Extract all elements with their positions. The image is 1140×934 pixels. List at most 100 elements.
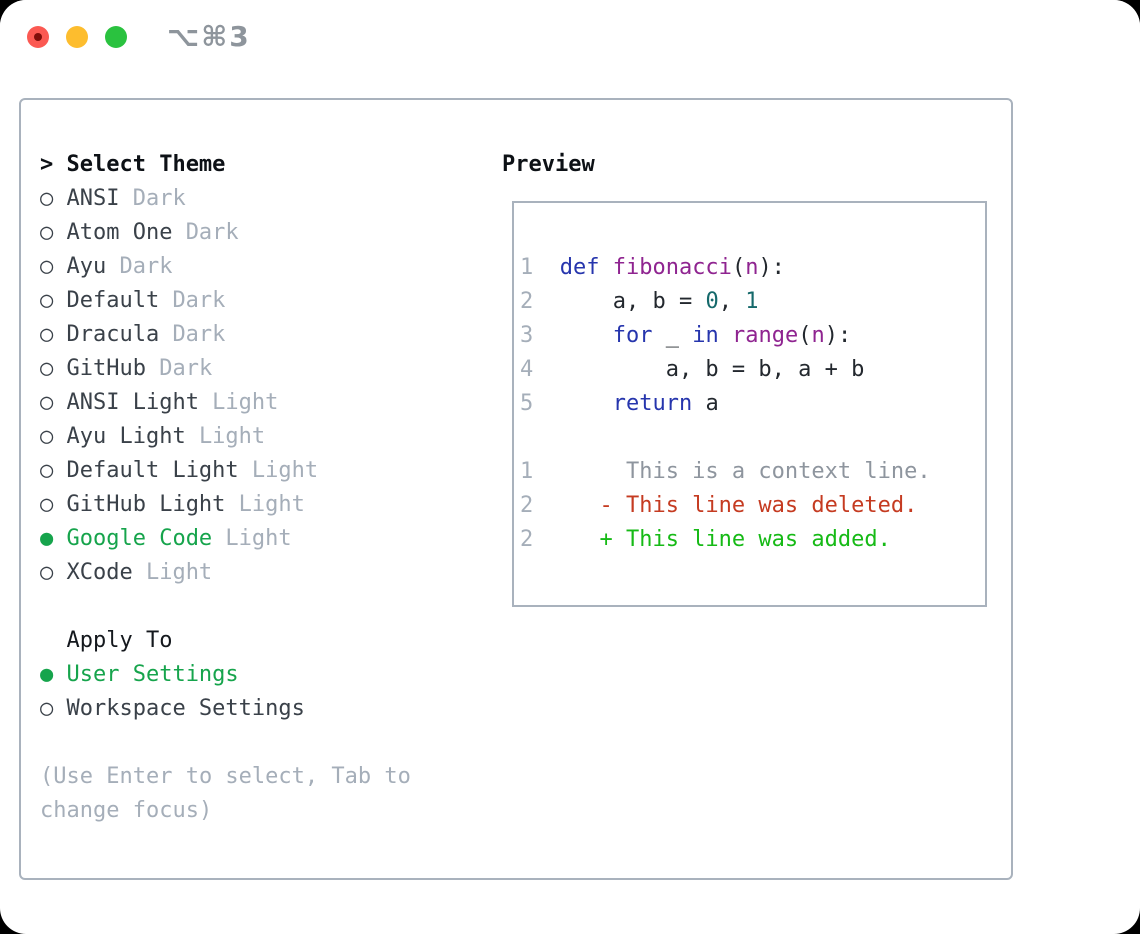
theme-option-label: ANSI <box>66 186 120 211</box>
help-text-line-2: change focus) <box>40 798 213 823</box>
theme-option-label: Google Code <box>66 526 213 551</box>
line-number: 4 <box>520 357 534 382</box>
radio-icon: ○ <box>40 186 54 211</box>
radio-selected-icon: ● <box>40 526 54 551</box>
code-token-plain <box>719 323 732 348</box>
title-bar: ⌥⌘3 <box>0 0 1140 74</box>
code-token-keyword: in <box>692 323 719 348</box>
theme-option-tag: Light <box>212 390 279 415</box>
traffic-lights <box>27 26 127 48</box>
radio-icon: ○ <box>40 424 54 449</box>
theme-option-tag: Dark <box>159 356 213 381</box>
theme-option-github[interactable]: ○ GitHub Dark <box>40 352 502 386</box>
line-number: 2 <box>520 493 534 518</box>
code-line: 2 - This line was deleted. <box>520 489 977 523</box>
theme-option-label: Ayu Light <box>66 424 186 449</box>
code-token-plain: ): <box>758 255 785 280</box>
code-token-name: n <box>745 255 759 280</box>
line-number: 1 <box>520 255 534 280</box>
theme-option-tag: Light <box>251 458 319 483</box>
theme-option-label: ANSI Light <box>66 390 199 415</box>
close-button[interactable] <box>27 26 49 48</box>
code-token-plain: ( <box>731 255 746 280</box>
code-token-keyword: for <box>612 323 653 348</box>
radio-icon: ○ <box>40 390 54 415</box>
apply-to-header: Apply To <box>40 624 502 658</box>
theme-option-label: Atom One <box>66 220 173 245</box>
radio-icon: ○ <box>40 322 54 347</box>
radio-icon: ○ <box>40 696 54 721</box>
section-gap <box>40 726 502 760</box>
theme-option-default[interactable]: ○ Default Dark <box>40 284 502 318</box>
code-token-plain: , <box>718 289 746 314</box>
code-token-plain: ( <box>798 323 812 348</box>
code-token-number: 0 <box>705 289 719 314</box>
code-token-plain: a, b = b, a + b <box>559 357 865 382</box>
theme-option-default-light[interactable]: ○ Default Light Light <box>40 454 502 488</box>
line-number: 2 <box>520 289 534 314</box>
code-token-number: 1 <box>745 289 759 314</box>
theme-option-label: Default Light <box>66 458 239 483</box>
code-token-plain <box>560 323 613 348</box>
apply-option-label: User Settings <box>66 662 239 687</box>
radio-icon: ○ <box>40 356 54 381</box>
preview-header: Preview <box>502 152 595 177</box>
radio-icon: ○ <box>40 458 54 483</box>
radio-selected-icon: ● <box>40 662 54 687</box>
select-theme-header: > Select Theme <box>40 148 502 182</box>
theme-option-label: XCode <box>66 560 133 585</box>
focus-caret-icon: > <box>40 152 54 177</box>
theme-option-tag: Light <box>238 492 305 517</box>
window-title: ⌥⌘3 <box>167 20 251 53</box>
apply-option-user-settings[interactable]: ● User Settings <box>40 658 502 692</box>
code-line <box>520 421 977 455</box>
apply-to-list: ● User Settings ○ Workspace Settings <box>40 658 502 726</box>
zoom-button[interactable] <box>105 26 127 48</box>
code-token-deleted: - This line was deleted. <box>559 493 918 518</box>
theme-option-atom-one[interactable]: ○ Atom One Dark <box>40 216 502 250</box>
line-number: 5 <box>520 391 534 416</box>
code-line: 4 a, b = b, a + b <box>520 353 977 387</box>
theme-option-label: GitHub <box>66 356 146 381</box>
apply-option-workspace-settings[interactable]: ○ Workspace Settings <box>40 692 502 726</box>
theme-option-ansi-light[interactable]: ○ ANSI Light Light <box>40 386 502 420</box>
code-token-plain <box>560 391 613 416</box>
theme-option-label: GitHub Light <box>66 492 226 517</box>
theme-option-label: Default <box>66 288 160 313</box>
code-token-plain: ): <box>824 323 852 348</box>
code-token-added: + This line was added. <box>559 527 891 552</box>
help-text-line-1: (Use Enter to select, Tab to <box>40 764 411 789</box>
theme-option-tag: Dark <box>185 220 239 245</box>
theme-option-tag: Dark <box>119 254 173 279</box>
line-number: 3 <box>520 323 534 348</box>
code-line: 5 return a <box>520 387 977 421</box>
code-token-name: fibonacci <box>612 255 732 280</box>
line-number: 1 <box>520 459 534 484</box>
radio-icon: ○ <box>40 220 54 245</box>
theme-option-tag: Dark <box>172 288 226 313</box>
theme-option-label: Dracula <box>66 322 160 347</box>
radio-icon: ○ <box>40 560 54 585</box>
theme-option-tag: Dark <box>172 322 226 347</box>
radio-icon: ○ <box>40 492 54 517</box>
select-theme-header-label: Select Theme <box>66 152 226 177</box>
theme-option-dracula[interactable]: ○ Dracula Dark <box>40 318 502 352</box>
minimize-button[interactable] <box>66 26 88 48</box>
code-token-plain: _ <box>652 323 693 348</box>
apply-option-label: Workspace Settings <box>66 696 305 721</box>
radio-icon: ○ <box>40 288 54 313</box>
code-line: 2 + This line was added. <box>520 523 977 557</box>
section-gap <box>40 590 502 624</box>
code-token-name: range <box>731 323 799 348</box>
theme-option-github-light[interactable]: ○ GitHub Light Light <box>40 488 502 522</box>
